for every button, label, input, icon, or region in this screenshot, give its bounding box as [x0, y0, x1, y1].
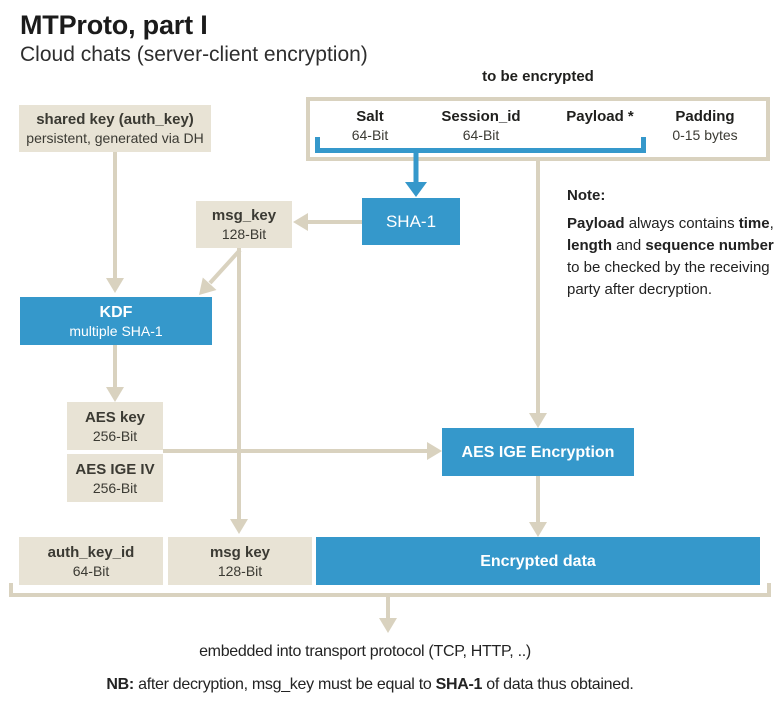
note-body: Payload always contains time,length and …	[567, 215, 774, 298]
arrow-sharedkey-to-kdf	[106, 152, 124, 293]
node-shared-key-sub: persistent, generated via DH	[26, 130, 204, 146]
field-salt: Salt 64-Bit	[305, 107, 435, 145]
arrow-sha1-to-msgkey	[293, 213, 362, 231]
field-padding: Padding 0-15 bytes	[640, 107, 770, 145]
field-session-id-size: 64-Bit	[462, 127, 500, 143]
node-msg-key-bottom-label: msg key	[209, 543, 271, 561]
arrow-output-to-transport	[379, 595, 397, 633]
field-session-id-name: Session_id	[441, 108, 521, 125]
hash-input-bracket	[315, 137, 646, 197]
node-encrypted-data-label: Encrypted data	[480, 552, 596, 570]
node-aes-key-label: AES key	[84, 408, 146, 426]
node-auth-key-id-label: auth_key_id	[47, 543, 135, 561]
note-heading: Note:	[567, 187, 606, 204]
node-kdf: KDF multiple SHA-1	[20, 297, 212, 345]
arrow-msgkey-to-kdf	[199, 248, 242, 295]
arrow-aeskeys-to-ige	[163, 442, 442, 460]
node-encrypted-data: Encrypted data	[316, 537, 760, 585]
node-kdf-label: KDF	[99, 303, 133, 321]
nb-caption: NB: after decryption, msg_key must be eq…	[106, 676, 634, 693]
arrow-msgkey-to-msgkey-bottom	[230, 248, 248, 534]
field-payload: Payload *	[535, 107, 665, 126]
page-title: MTProto, part I	[20, 10, 208, 40]
node-msg-key-bottom: msg key 128-Bit	[168, 537, 312, 585]
field-salt-name: Salt	[356, 108, 384, 125]
field-padding-size: 0-15 bytes	[672, 127, 738, 143]
field-payload-name: Payload *	[566, 108, 634, 125]
to-be-encrypted-label: to be encrypted	[482, 68, 594, 85]
node-shared-key-label: shared key (auth_key)	[36, 111, 194, 128]
node-sha1-label: SHA-1	[385, 212, 437, 231]
node-msg-key-top-sub: 128-Bit	[221, 226, 267, 242]
node-sha1: SHA-1	[362, 198, 460, 245]
node-aes-ige-iv-label: AES IGE IV	[75, 460, 155, 478]
node-auth-key-id-sub: 64-Bit	[72, 562, 110, 579]
node-msg-key-bottom-sub: 128-Bit	[217, 562, 263, 579]
node-shared-key: shared key (auth_key) persistent, genera…	[19, 105, 211, 152]
node-kdf-sub: multiple SHA-1	[69, 322, 163, 339]
arrow-payload-to-ige	[529, 159, 547, 428]
node-aes-ige-encryption-label: AES IGE Encryption	[461, 443, 615, 461]
field-session-id: Session_id 64-Bit	[416, 107, 546, 145]
node-auth-key-id: auth_key_id 64-Bit	[19, 537, 163, 585]
node-aes-ige-iv-sub: 256-Bit	[92, 479, 138, 496]
node-aes-key: AES key 256-Bit	[67, 402, 163, 450]
field-padding-name: Padding	[675, 108, 735, 125]
node-aes-ige-iv: AES IGE IV 256-Bit	[67, 454, 163, 502]
note-block: Note: Payload always contains time,lengt…	[567, 187, 774, 301]
node-msg-key-top-label: msg_key	[211, 207, 277, 224]
page-subtitle: Cloud chats (server-client encryption)	[20, 43, 368, 66]
arrow-ige-to-encrypted	[529, 476, 547, 537]
field-salt-size: 64-Bit	[351, 127, 389, 143]
node-aes-key-sub: 256-Bit	[92, 427, 138, 444]
arrow-kdf-to-aeskey	[106, 345, 124, 402]
node-msg-key-top: msg_key 128-Bit	[196, 201, 292, 248]
node-aes-ige-encryption: AES IGE Encryption	[442, 428, 634, 476]
transport-caption: embedded into transport protocol (TCP, H…	[199, 643, 531, 660]
